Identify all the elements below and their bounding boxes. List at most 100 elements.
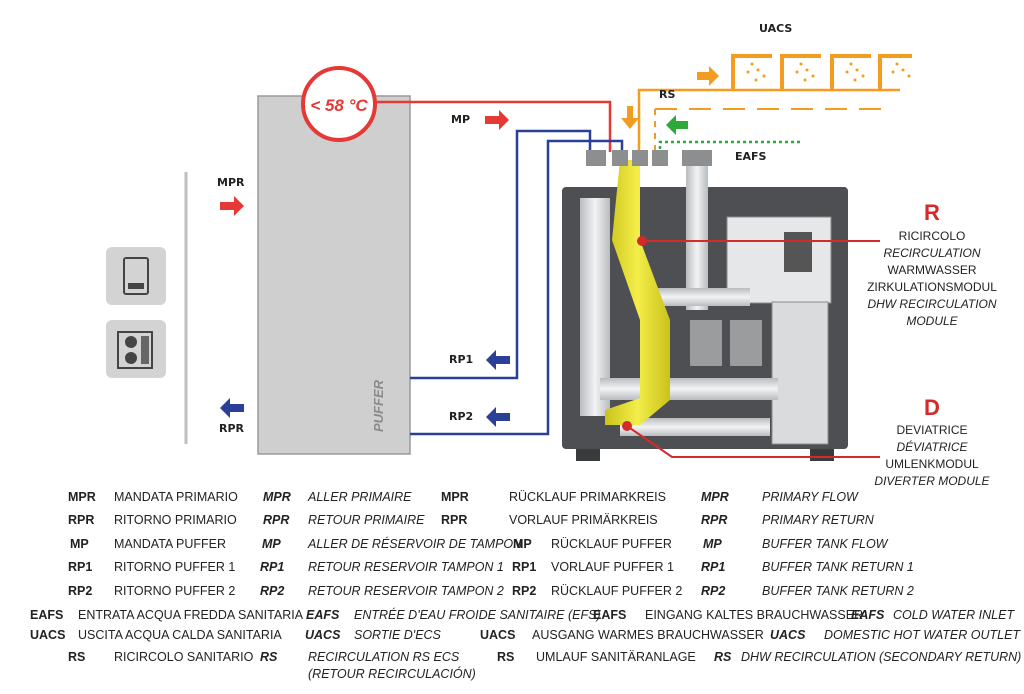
- callout-d-line: [626, 425, 880, 458]
- legend: MPR MANDATA PRIMARIO MPR ALLER PRIMAIRE …: [0, 486, 1024, 694]
- legend-text-it: MANDATA PUFFER: [114, 537, 227, 551]
- pipe-mp: [375, 100, 612, 152]
- pipe-uacs: [637, 88, 900, 152]
- legend-abbr-de: EAFS: [593, 608, 627, 622]
- legend-text-it: USCITA ACQUA CALDA SANITARIA: [78, 628, 282, 642]
- module-d-line: DÉVIATRICE: [896, 439, 968, 454]
- arrow-rs: [621, 106, 639, 129]
- arrow-mp: [485, 110, 509, 130]
- legend-abbr-it: MP: [70, 537, 89, 551]
- arrow-uacs: [697, 66, 719, 86]
- module-r-line: DHW RECIRCULATION: [867, 297, 996, 311]
- legend-text-it: RITORNO PUFFER 1: [114, 560, 236, 574]
- pipe-eafs: [658, 140, 800, 152]
- legend-row: RP1 RITORNO PUFFER 1 RP1 RETOUR RESERVOI…: [0, 560, 1024, 580]
- legend-text-fr: SORTIE D'ECS: [354, 628, 441, 642]
- arrow-rpr: [220, 398, 244, 418]
- legend-text-de: EINGANG KALTES BRAUCHWASSER: [645, 608, 864, 622]
- legend-text-de: AUSGANG WARMES BRAUCHWASSER: [532, 628, 764, 642]
- callout-d-dot: [622, 421, 632, 431]
- label-uacs: UACS: [759, 22, 792, 35]
- module-r-letter: R: [924, 200, 940, 225]
- buffer-tank: [257, 95, 411, 455]
- temperature-badge: [301, 66, 377, 142]
- module-d-letter: D: [924, 395, 940, 420]
- module-d-line: DIVERTER MODULE: [874, 474, 990, 486]
- legend-abbr-it: RP1: [68, 560, 93, 574]
- legend-text-en: BUFFER TANK RETURN 1: [762, 560, 914, 574]
- legend-text-de: RÜCKLAUF PUFFER: [551, 537, 672, 551]
- pipe-rp1: [410, 129, 592, 380]
- module-cabinet: [562, 150, 848, 461]
- legend-abbr-fr: RP1: [260, 560, 285, 574]
- legend-text-fr: ALLER DE RÉSERVOIR DE TAMPON: [308, 537, 523, 551]
- legend-abbr-en: RS: [714, 650, 732, 664]
- module-r-line: WARMWASSER: [887, 263, 976, 277]
- temperature-value: < 58 °C: [310, 96, 368, 115]
- label-mp: MP: [451, 113, 470, 126]
- heat-pump-icon: [106, 320, 166, 378]
- legend-text-en: COLD WATER INLET: [893, 608, 1015, 622]
- arrow-rp1: [486, 350, 510, 370]
- arrow-rp2: [486, 407, 510, 427]
- legend-text-en: PRIMARY RETURN: [762, 513, 874, 527]
- legend-abbr-it: EAFS: [30, 608, 64, 622]
- module-r-line: RICIRCOLO: [899, 229, 966, 243]
- legend-text-fr: RECIRCULATION RS ECS: [308, 650, 460, 664]
- legend-abbr-it: UACS: [30, 628, 66, 642]
- legend-text-fr: ENTRÉE D'EAU FROIDE SANITAIRE (EFS): [354, 608, 601, 622]
- legend-text-fr: ALLER PRIMAIRE: [308, 490, 412, 504]
- legend-text-it: ENTRATA ACQUA FREDDA SANITARIA: [78, 608, 304, 622]
- label-rp2: RP2: [449, 410, 473, 423]
- legend-abbr-en: RP1: [701, 560, 726, 574]
- legend-abbr-fr: EAFS: [306, 608, 340, 622]
- label-rpr: RPR: [219, 422, 245, 435]
- legend-abbr-de: RP1: [512, 560, 537, 574]
- legend-text-fr: RETOUR RESERVOIR TAMPON 2: [308, 584, 504, 598]
- legend-row: UACS USCITA ACQUA CALDA SANITARIA UACS S…: [0, 628, 1024, 648]
- boiler-icon: [106, 247, 166, 305]
- module-d-line: DEVIATRICE: [896, 423, 967, 437]
- module-d-line: UMLENKMODUL: [885, 457, 979, 471]
- label-rs: RS: [659, 88, 675, 101]
- legend-abbr-de: RS: [497, 650, 515, 664]
- legend-abbr-fr: MPR: [263, 490, 291, 504]
- legend-abbr-fr: RP2: [260, 584, 285, 598]
- legend-abbr-fr: UACS: [305, 628, 341, 642]
- legend-text-de: VORLAUF PRIMÄRKREIS: [509, 513, 658, 527]
- legend-abbr-en: EAFS: [851, 608, 885, 622]
- legend-abbr-it: MPR: [68, 490, 96, 504]
- legend-abbr-en: MPR: [701, 490, 729, 504]
- module-r-line: RECIRCULATION: [883, 246, 980, 260]
- legend-text-it: RITORNO PRIMARIO: [114, 513, 237, 527]
- legend-text-en: PRIMARY FLOW: [762, 490, 858, 504]
- legend-text-fr-2: (RETOUR RECIRCULACIÓN): [308, 667, 476, 681]
- legend-text-fr: RETOUR PRIMAIRE: [308, 513, 425, 527]
- legend-row: EAFS ENTRATA ACQUA FREDDA SANITARIA EAFS…: [0, 608, 1024, 628]
- legend-abbr-en: RPR: [701, 513, 728, 527]
- legend-abbr-en: UACS: [770, 628, 806, 642]
- shower-spray: [746, 62, 911, 82]
- legend-row: MPR MANDATA PRIMARIO MPR ALLER PRIMAIRE …: [0, 490, 1024, 510]
- legend-text-de: RÜCKLAUF PUFFER 2: [551, 584, 683, 598]
- legend-text-en: DHW RECIRCULATION (SECONDARY RETURN): [741, 650, 1022, 664]
- legend-text-de: VORLAUF PUFFER 1: [551, 560, 674, 574]
- module-r-line: MODULE: [906, 314, 958, 328]
- legend-abbr-fr: MP: [262, 537, 281, 551]
- legend-abbr-it: RPR: [68, 513, 95, 527]
- arrow-eafs: [666, 115, 688, 135]
- legend-text-en: DOMESTIC HOT WATER OUTLET: [824, 628, 1021, 642]
- hydraulic-diagram: MPR RPR PUFFER < 58 °C MP RP1 RP2 RS UAC…: [106, 22, 997, 486]
- legend-row: RS RICIRCOLO SANITARIO RS RECIRCULATION …: [0, 650, 1024, 681]
- label-rp1: RP1: [449, 353, 473, 366]
- arrow-mpr: [220, 196, 244, 216]
- legend-abbr-de: UACS: [480, 628, 516, 642]
- legend-abbr-de: MPR: [441, 490, 469, 504]
- shower-icons: [731, 54, 912, 90]
- legend-abbr-en: RP2: [701, 584, 726, 598]
- callout-r-dot: [637, 236, 647, 246]
- label-eafs: EAFS: [735, 150, 767, 163]
- legend-abbr-en: MP: [703, 537, 722, 551]
- legend-abbr-fr: RPR: [263, 513, 290, 527]
- legend-abbr-it: RS: [68, 650, 86, 664]
